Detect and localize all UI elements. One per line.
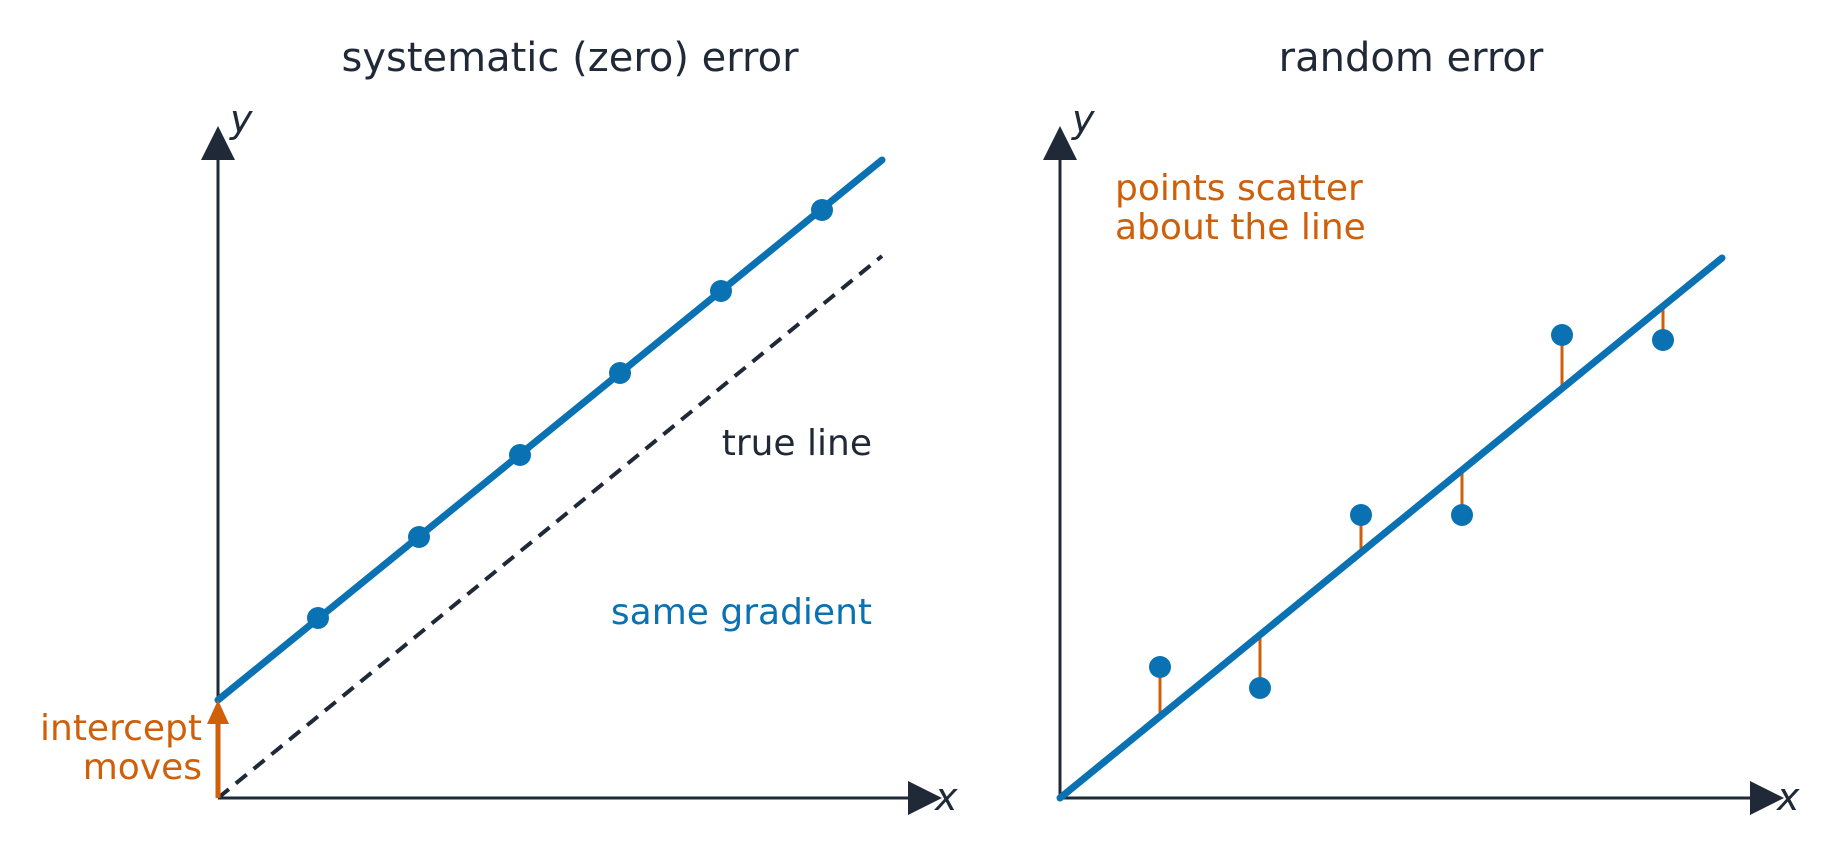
data-point [710,280,732,302]
data-point [1551,324,1573,346]
x-axis-label-left: x [934,775,958,819]
x-axis-arrowhead-left [908,781,942,815]
data-point [1149,656,1171,678]
panel-title-systematic: systematic (zero) error [341,35,799,81]
intercept-moves-label-1: intercept [40,708,202,749]
data-points-right [1149,324,1674,699]
systematic-error-panel: systematic (zero) error y x true line sa… [40,35,958,819]
x-axis-arrowhead-right [1750,781,1784,815]
x-axis-label-right: x [1776,775,1800,819]
scatter-label-2: about the line [1115,207,1366,248]
y-axis-arrowhead-right [1043,126,1077,160]
intercept-moves-label-2: moves [83,747,202,788]
data-point [509,444,531,466]
data-point [609,362,631,384]
measured-line-right [1056,254,1726,802]
data-point [1652,329,1674,351]
intercept-arrow-head [207,700,229,724]
data-point [811,199,833,221]
y-axis-label-right: y [1071,97,1095,141]
true-line [216,254,884,800]
random-error-panel: random error y x points scatt [1043,35,1800,819]
data-point [1350,504,1372,526]
data-points-left [307,199,833,629]
data-point [1249,677,1271,699]
panel-title-random: random error [1279,35,1544,81]
y-axis-label-left: y [229,97,253,141]
data-point [307,607,329,629]
true-line-label: true line [722,423,872,464]
measured-line-left [214,156,886,704]
data-point [1451,504,1473,526]
same-gradient-label: same gradient [611,592,872,633]
scatter-label-1: points scatter [1115,168,1363,209]
data-point [408,526,430,548]
y-axis-arrowhead-left [201,126,235,160]
